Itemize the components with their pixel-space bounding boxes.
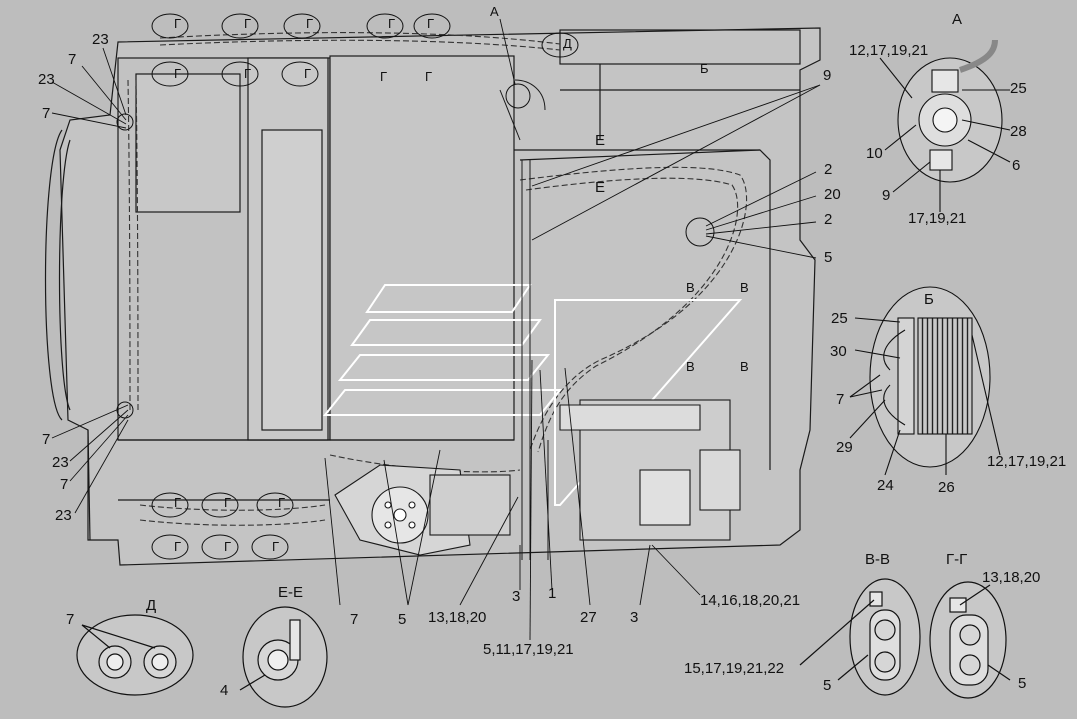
detail-b-heater-core — [849, 286, 1001, 476]
b-callout-30: 30 — [830, 343, 847, 360]
section-mark-e2: Е — [595, 179, 606, 196]
callout-14-16-18-20-21: 14,16,18,20,21 — [700, 592, 801, 609]
section-mark-g11: Г — [174, 495, 182, 510]
callout-3-left: 3 — [512, 588, 521, 605]
detail-gg-clamp — [929, 581, 1011, 699]
callout-5-main: 5 — [824, 249, 833, 266]
gg-callout-5: 5 — [1018, 675, 1027, 692]
callout-7-bottom-mid: 7 — [350, 611, 359, 628]
callout-23-bottom1: 23 — [52, 454, 69, 471]
b-callout-24: 24 — [877, 477, 894, 494]
a-callout-25: 25 — [1010, 80, 1027, 97]
hose-routing — [127, 32, 747, 526]
a-callout-9: 9 — [882, 187, 891, 204]
section-mark-a: А — [490, 4, 499, 19]
detail-d-hose-ends — [76, 614, 194, 696]
detail-ee-clamp — [239, 606, 328, 708]
callout-27: 27 — [580, 609, 597, 626]
view-title-b: Б — [924, 291, 934, 308]
callout-3-right: 3 — [630, 609, 639, 626]
a-callout-12-17-19-21: 12,17,19,21 — [849, 42, 929, 59]
section-mark-g15: Г — [224, 539, 232, 554]
b-callout-29: 29 — [836, 439, 853, 456]
section-mark-g8: Г — [304, 66, 312, 81]
section-mark-v2: В — [740, 280, 749, 295]
callout-23-top2: 23 — [38, 71, 55, 88]
view-title-vv: В-В — [865, 551, 891, 568]
callout-7-left-bottom: 7 — [42, 431, 51, 448]
b-callout-7: 7 — [836, 391, 845, 408]
section-mark-g10: Г — [425, 69, 433, 84]
callout-20: 20 — [824, 186, 841, 203]
detail-a-view — [879, 39, 1011, 212]
hose-risers — [499, 79, 549, 560]
section-mark-g2: Г — [244, 16, 252, 31]
callout-5-11-17-19-21: 5,11,17,19,21 — [483, 641, 574, 658]
b-callout-25: 25 — [831, 310, 848, 327]
section-mark-g16: Г — [272, 539, 280, 554]
section-mark-g12: Г — [224, 495, 232, 510]
section-mark-g14: Г — [174, 539, 182, 554]
a-callout-10: 10 — [866, 145, 883, 162]
callout-9: 9 — [823, 67, 832, 84]
a-callout-17-19-21: 17,19,21 — [908, 210, 967, 227]
section-mark-g5: Г — [427, 16, 435, 31]
section-mark-e1: Е — [595, 132, 606, 149]
a-callout-28: 28 — [1010, 123, 1027, 140]
leader-lines — [51, 18, 821, 641]
callout-7-bottom2: 7 — [60, 476, 69, 493]
section-mark-g1: Г — [174, 16, 182, 31]
callout-7-top2: 7 — [42, 105, 51, 122]
section-mark-g13: Г — [278, 495, 286, 510]
section-mark-v4: В — [740, 359, 749, 374]
cab-frame — [44, 27, 821, 566]
vv-callout-5: 5 — [823, 677, 832, 694]
section-mark-g4: Г — [388, 16, 396, 31]
callout-1: 1 — [548, 585, 557, 602]
b-callout-26: 26 — [938, 479, 955, 496]
view-title-ee: Е-Е — [278, 584, 304, 601]
callout-7-top1: 7 — [68, 51, 77, 68]
callout-13-18-20-main: 13,18,20 — [428, 609, 487, 626]
callout-circles — [116, 13, 715, 560]
section-mark-v3: В — [686, 359, 695, 374]
detail-vv-clamp — [799, 578, 921, 696]
section-mark-g6: Г — [174, 66, 182, 81]
ee-callout-4: 4 — [220, 682, 229, 699]
view-title-a: А — [952, 11, 963, 28]
view-title-d: Д — [146, 597, 157, 614]
callout-2b: 2 — [824, 211, 833, 228]
view-title-gg: Г-Г — [946, 551, 968, 568]
a-callout-6: 6 — [1012, 157, 1021, 174]
callout-2a: 2 — [824, 161, 833, 178]
callout-23-top: 23 — [92, 31, 109, 48]
callout-23-bottom2: 23 — [55, 507, 72, 524]
fan-heater-unit — [334, 399, 741, 556]
section-mark-d: Д — [563, 36, 572, 51]
vv-callout-15-17-19-21-22: 15,17,19,21,22 — [684, 660, 785, 677]
section-mark-g3: Г — [306, 16, 314, 31]
callout-5-bottom-mid: 5 — [398, 611, 407, 628]
gg-callout-13-18-20: 13,18,20 — [982, 569, 1041, 586]
section-mark-v1: В — [686, 280, 695, 295]
d-callout-7: 7 — [66, 611, 75, 628]
section-mark-g9: Г — [380, 69, 388, 84]
section-mark-g7: Г — [244, 66, 252, 81]
section-mark-b: Б — [700, 61, 709, 76]
b-callout-12-17-19-21: 12,17,19,21 — [987, 453, 1067, 470]
